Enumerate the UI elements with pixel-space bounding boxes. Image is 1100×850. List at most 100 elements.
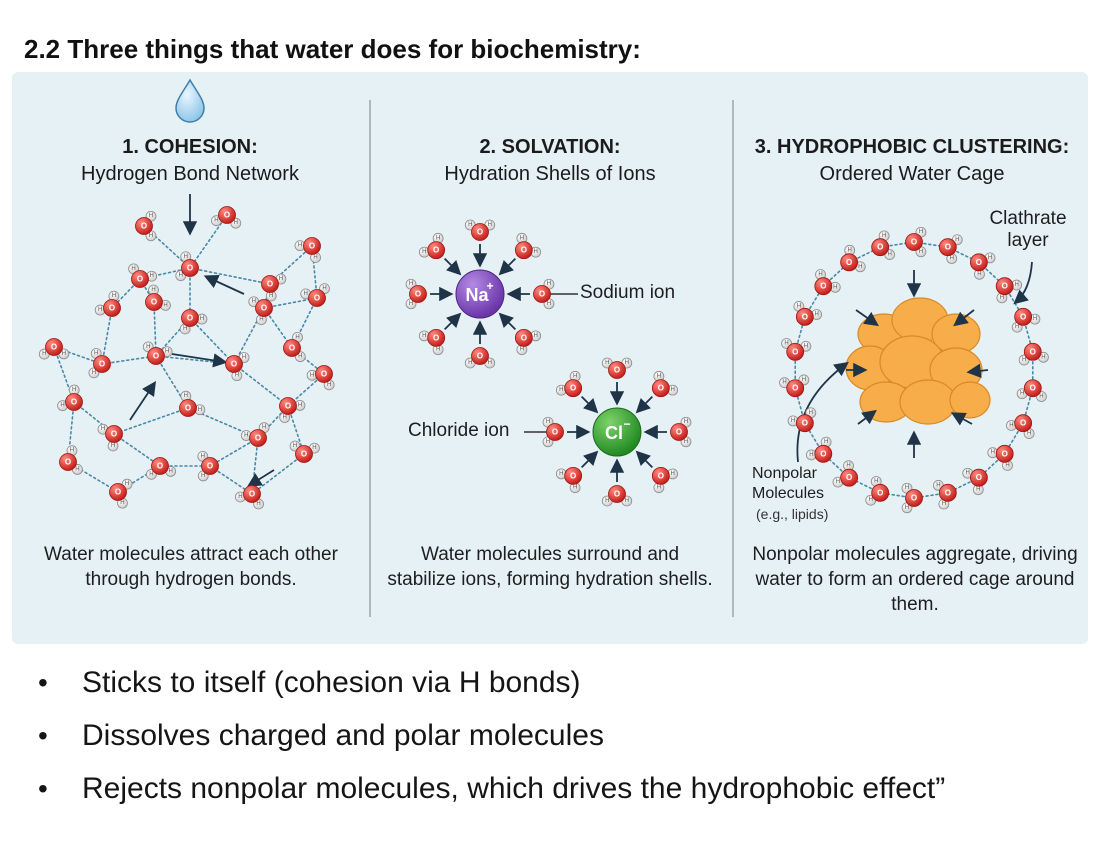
hydrogen-symbol: H — [848, 247, 852, 253]
hydrogen-symbol: H — [488, 360, 492, 366]
panel-heading-subtitle: Hydrogen Bond Network — [81, 163, 299, 185]
oxygen-symbol: O — [552, 428, 558, 437]
hydrogen-symbol: H — [120, 500, 124, 506]
hydrogen-symbol: H — [520, 235, 524, 241]
hydrogen-symbol: H — [242, 355, 246, 361]
oxygen-symbol: O — [945, 488, 951, 497]
hydrogen-symbol: H — [436, 347, 440, 353]
oxygen-atom — [651, 379, 670, 398]
hydrogen-symbol: H — [422, 249, 426, 255]
hydrogen-symbol: H — [150, 273, 154, 279]
hydrogen-symbol: H — [125, 481, 129, 487]
water-molecule: HHO — [865, 476, 890, 506]
oxygen-atom — [179, 399, 197, 417]
oxygen-atom — [409, 285, 427, 303]
water-molecule: HHO — [234, 485, 264, 510]
hydrogen-symbol: H — [131, 266, 135, 272]
hydrogen-symbol: H — [92, 370, 96, 376]
water-molecule: HHO — [514, 232, 542, 260]
nonpolar-molecules-label: Nonpolar Molecules — [752, 465, 825, 502]
water-molecule: HHO — [109, 478, 133, 509]
clathrate-layer-label: Clathrate layer — [989, 208, 1067, 251]
water-molecule: HHO — [418, 328, 446, 356]
hydrogen-symbol: H — [936, 482, 940, 488]
oxygen-atom — [1023, 379, 1042, 398]
hydrogen-symbol: H — [184, 393, 188, 399]
hydrogen-symbol: H — [295, 334, 299, 340]
hydrogen-symbol: H — [1014, 282, 1018, 288]
oxygen-symbol: O — [207, 462, 213, 471]
water-molecule: HHO — [840, 244, 866, 273]
hydrogen-symbol: H — [977, 271, 981, 277]
oxygen-atom — [427, 241, 446, 260]
arrow-layer — [129, 194, 1033, 487]
hydrogen-symbol: H — [605, 498, 609, 504]
oxygen-atom — [905, 489, 923, 507]
oxygen-atom — [608, 485, 626, 503]
hydrogen-symbol: H — [62, 351, 66, 357]
arrow — [171, 353, 228, 368]
hydrogen-symbol: H — [905, 485, 909, 491]
hydrogen-bond — [101, 307, 113, 365]
hydrogen-symbol: H — [42, 351, 46, 357]
hydrogen-symbol: H — [1009, 422, 1013, 428]
hydrogen-symbol: H — [966, 470, 970, 476]
arrow — [950, 412, 973, 426]
hydrogen-symbol: H — [846, 463, 850, 469]
hydrogen-symbol: H — [573, 373, 577, 379]
hydrogen-symbol: H — [94, 350, 98, 356]
hydrogen-symbol: H — [98, 307, 102, 313]
water-molecule: HHO — [197, 450, 219, 482]
water-molecule: HHO — [871, 230, 896, 260]
hydrogen-symbol: H — [919, 249, 923, 255]
hydrogen-symbol: H — [60, 403, 64, 409]
hydrogen-symbol: H — [836, 479, 840, 485]
arrow — [246, 469, 275, 487]
oxygen-atom — [670, 423, 688, 441]
oxygen-symbol: O — [820, 449, 826, 458]
hydrogen-bond — [189, 214, 228, 269]
arrow — [498, 312, 516, 330]
hydrogen-symbol: H — [310, 372, 314, 378]
hydrogen-symbol: H — [1015, 324, 1019, 330]
nonpolar-molecule — [899, 379, 957, 425]
hydrogen-bond — [101, 355, 157, 365]
oxygen-atom — [871, 238, 890, 257]
oxygen-atom — [795, 307, 814, 326]
oxygen-atom — [279, 397, 297, 415]
oxygen-symbol: O — [976, 258, 982, 267]
water-molecule: HHO — [135, 210, 157, 242]
oxygen-atom — [795, 414, 814, 433]
hydrogen-symbol: H — [976, 487, 980, 493]
oxygen-atom — [840, 253, 859, 272]
hydrogen-bond — [251, 453, 305, 495]
sodium-ion-symbol: Na — [465, 285, 489, 305]
hydrogen-symbol: H — [520, 347, 524, 353]
hydrogen-symbol: H — [784, 340, 788, 346]
oxygen-symbol: O — [314, 294, 320, 303]
oxygen-symbol: O — [877, 488, 883, 497]
oxygen-atom — [201, 457, 219, 475]
oxygen-symbol: O — [614, 490, 620, 499]
water-molecule: H HO — [38, 338, 70, 360]
hydrogen-bond — [311, 245, 318, 299]
hydrogen-symbol: H — [625, 360, 629, 366]
hydrogen-symbol: H — [269, 293, 273, 299]
oxygen-symbol: O — [231, 360, 237, 369]
hydrogen-symbol: H — [183, 326, 187, 332]
oxygen-atom — [969, 468, 988, 487]
hydrogen-symbol: H — [322, 286, 326, 292]
hydrogen-symbol: H — [256, 501, 260, 507]
oxygen-symbol: O — [792, 347, 798, 356]
oxygen-symbol: O — [1030, 384, 1036, 393]
water-molecule: HHO — [938, 234, 963, 264]
oxygen-symbol: O — [285, 402, 291, 411]
oxygen-symbol: O — [415, 290, 421, 299]
oxygen-symbol: O — [51, 343, 57, 352]
oxygen-symbol: O — [1002, 449, 1008, 458]
oxygen-atom — [308, 289, 326, 307]
